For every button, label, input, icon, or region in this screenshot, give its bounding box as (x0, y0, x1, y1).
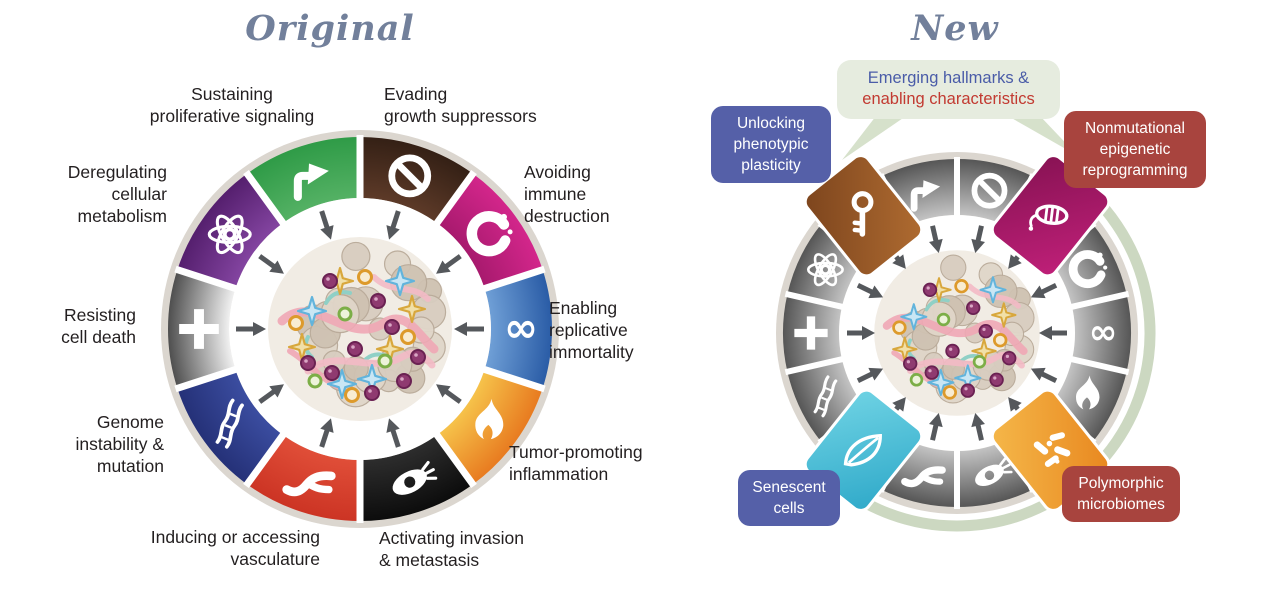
cross-icon (794, 316, 828, 350)
emerging-hallmarks-line2: enabling characteristics (862, 90, 1035, 108)
svg-text:∞: ∞ (504, 303, 538, 351)
label-deregulating-cellular-metabolism: Deregulating cellular metabolism (67, 162, 167, 226)
epigenetic-icon (1028, 204, 1069, 231)
label-sustaining-proliferative-signaling: Sustaining proliferative signaling (149, 84, 315, 126)
bent-arrow-icon (910, 180, 941, 212)
label-unlocking-phenotypic-plasticity: Unlocking phenotypic plasticity (711, 106, 831, 183)
bent-arrow-icon (293, 163, 329, 201)
tumor-cell-illustration (874, 250, 1040, 416)
dna-icon (215, 398, 244, 449)
segment-avoiding-immune-destruction (436, 173, 543, 289)
emerging-box-pointer-right (1008, 116, 1078, 156)
label-enabling-replicative-immortality: Enabling replicative immortality (549, 298, 634, 362)
vessel-branch-icon (901, 466, 946, 488)
tumor-cell-illustration (268, 237, 452, 421)
invading-cell-icon (975, 457, 1013, 487)
label-senescent-cells: Senescent cells (738, 470, 840, 526)
segment-enabling-replicative-immortality (1072, 294, 1131, 372)
segment-sustaining-proliferative-signaling (247, 137, 360, 224)
svg-text:∞: ∞ (1089, 312, 1118, 352)
segment-inducing-accessing-vasculature (247, 434, 360, 521)
flame-icon (1075, 375, 1100, 410)
infinity-icon: ∞ (1089, 312, 1118, 352)
emerging-hallmarks-line1: Emerging hallmarks & (867, 69, 1030, 87)
label-inducing-accessing-vasculature: Inducing or accessing vasculature (150, 527, 320, 569)
no-sign-icon (971, 172, 1008, 209)
emerging-box-pointer-left (842, 116, 906, 160)
dna-icon (813, 375, 838, 418)
label-evading-growth-suppressors: Evading growth suppressors (384, 84, 537, 126)
atom-icon (806, 253, 844, 287)
invading-cell-icon (392, 460, 438, 495)
atom-icon (207, 214, 252, 255)
vessel-branch-icon (282, 471, 336, 497)
flame-icon (475, 398, 504, 440)
microbes-icon (1033, 432, 1071, 467)
label-avoiding-immune-destruction: Avoiding immune destruction (524, 162, 610, 226)
label-activating-invasion-metastasis: Activating invasion & metastasis (379, 528, 524, 570)
no-sign-icon (388, 154, 432, 198)
right-panel-title: New (911, 8, 999, 49)
emerging-hallmarks-box: Emerging hallmarks & enabling characteri… (837, 60, 1060, 119)
label-tumor-promoting-inflammation: Tumor-promoting inflammation (509, 442, 643, 484)
new-hallmarks-wheel: ∞ (776, 116, 1156, 532)
segment-tumor-promoting-inflammation (436, 369, 543, 485)
label-resisting-cell-death: Resisting cell death (61, 305, 136, 347)
immune-cell-icon (1068, 250, 1108, 288)
label-polymorphic-microbiomes: Polymorphic microbiomes (1062, 466, 1180, 522)
label-genome-instability-mutation: Genome instability & mutation (75, 412, 164, 476)
leaf-icon (843, 433, 882, 467)
infinity-icon: ∞ (504, 303, 538, 351)
original-hallmarks-wheel: ∞ (161, 130, 559, 528)
cross-icon (179, 309, 219, 349)
segment-enabling-replicative-immortality (484, 269, 552, 389)
label-nonmutational-epigenetic-reprogramming: Nonmutational epigenetic reprogramming (1064, 111, 1206, 188)
key-icon (851, 191, 874, 237)
immune-cell-icon (466, 211, 513, 257)
left-panel-title: Original (245, 8, 415, 49)
